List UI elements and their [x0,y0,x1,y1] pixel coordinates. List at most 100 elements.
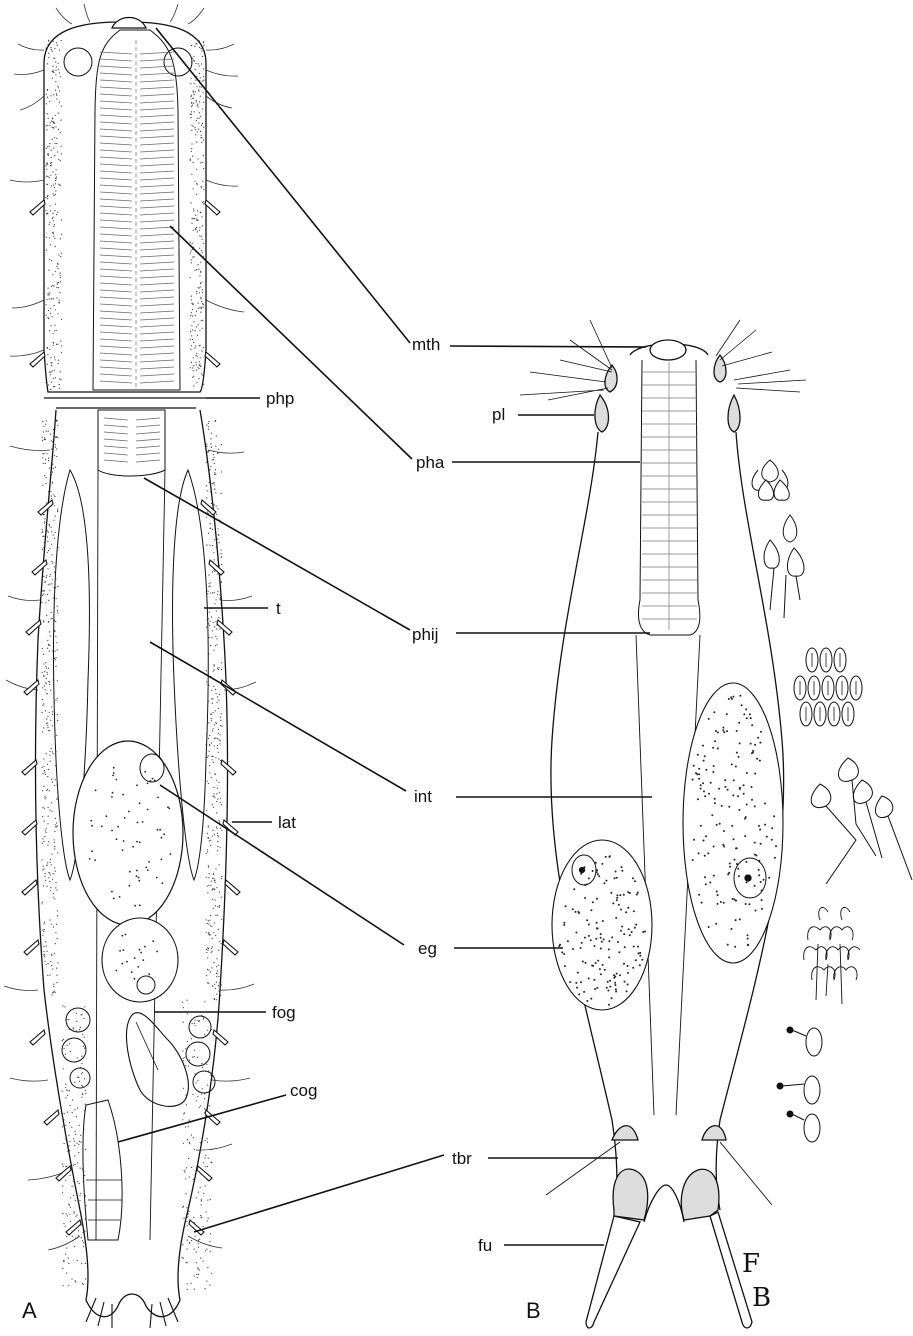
pharynx-rung [140,206,174,208]
egg-dot [583,991,585,993]
pharynx-rung [140,192,174,194]
stipple-dot [58,184,59,185]
stipple-dot [46,176,47,177]
egg-dot [698,778,700,780]
stipple-dot [203,1162,204,1163]
tube-bristle-right-hair [720,1142,772,1205]
pharynx-rung [140,381,174,383]
egg-dot [115,970,117,972]
stipple-dot [54,224,55,225]
egg-dot [738,875,740,877]
egg-dot [144,771,146,773]
stipple-dot [58,254,59,255]
egg-dot [716,824,718,826]
stipple-dot [198,122,199,123]
stipple-dot [187,1283,188,1284]
stipple-dot [49,590,50,591]
stipple-dot [193,1217,194,1218]
stipple-dot [191,148,192,149]
stipple-dot [217,453,218,454]
stipple-dot [56,266,57,267]
egg-dot [735,766,737,768]
stipple-dot [214,922,215,923]
egg-dot [714,740,716,742]
pharynx-rung [136,460,160,462]
stipple-dot [196,220,197,221]
egg-dot [759,829,761,831]
stipple-dot [219,743,220,744]
egg-dot [595,962,597,964]
adhesive-tube-tail [86,1298,96,1322]
stipple-dot [195,134,196,135]
stipple-dot [63,1261,64,1262]
stipple-dot [200,131,201,132]
stipple-dot [41,903,42,904]
stipple-dot [208,586,209,587]
stipple-dot [67,1112,68,1113]
stipple-dot [49,525,50,526]
stipple-dot [202,375,203,376]
stipple-dot [42,705,43,706]
stipple-dot [48,963,49,964]
pharynx-rung [140,199,174,201]
stipple-dot [55,309,56,310]
pharynx-rung [100,59,132,61]
pharynx-rung [100,262,132,264]
stipple-dot [198,1021,199,1022]
stipple-dot [54,58,55,59]
egg-dot [737,795,739,797]
egg-dot [618,904,620,906]
stipple-dot [81,1063,82,1064]
stipple-dot [195,129,196,130]
stipple-dot [54,630,55,631]
stipple-dot [190,253,191,254]
stipple-dot [47,951,48,952]
stipple-dot [203,80,204,81]
stipple-dot [187,1216,188,1217]
stipple-dot [207,620,208,621]
pharynx-rung [100,206,132,208]
stipple-dot [208,426,209,427]
stipple-dot [50,122,51,123]
egg-dot [743,793,745,795]
egg-dot [712,771,714,773]
stipple-dot [76,1116,77,1117]
egg-dot [94,859,96,861]
stipple-dot [51,955,52,956]
stipple-dot [47,113,48,114]
stipple-dot [201,187,202,188]
stipple-dot [46,103,47,104]
stipple-dot [47,317,48,318]
egg-dot [601,863,603,865]
stipple-dot [49,294,50,295]
stipple-dot [200,286,201,287]
stipple-dot [54,953,55,954]
egg-dot [704,795,706,797]
egg-dot [563,924,565,926]
stipple-dot [207,969,208,970]
egg-dot [745,861,747,863]
stipple-dot [185,1178,186,1179]
stipple-dot [44,808,45,809]
stipple-dot [48,584,49,585]
stipple-dot [62,1091,63,1092]
stipple-dot [43,923,44,924]
egg-dot [749,713,751,715]
egg-dot [611,997,613,999]
stipple-dot [53,121,54,122]
stipple-dot [54,566,55,567]
stipple-dot [50,325,51,326]
stipple-dot [48,877,49,878]
stipple-dot [207,757,208,758]
stipple-dot [185,1193,186,1194]
egg-dot [623,894,625,896]
stipple-dot [219,891,220,892]
stipple-dot [213,807,214,808]
stipple-dot [44,475,45,476]
leader-mth-b [450,346,646,347]
stipple-dot [57,792,58,793]
stipple-dot [53,71,54,72]
stipple-dot [56,799,57,800]
stipple-dot [51,706,52,707]
stipple-dot [48,841,49,842]
